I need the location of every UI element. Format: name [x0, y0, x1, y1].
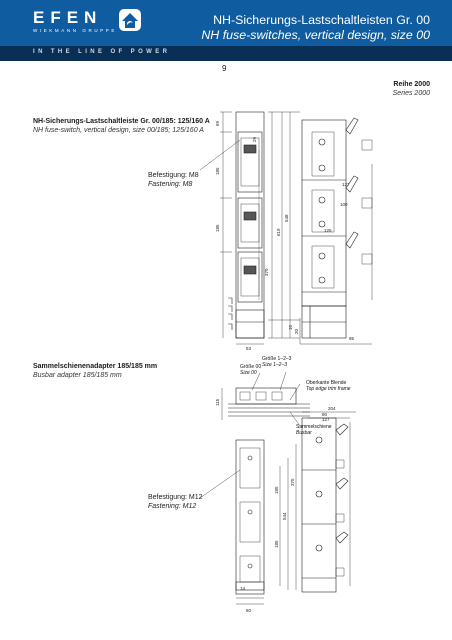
dim-29: 29	[252, 136, 257, 142]
dim-370: 370	[264, 268, 269, 276]
label-busbar-de: Sammelschiene	[296, 424, 332, 430]
fastening-en: Fastening: M8	[148, 181, 193, 188]
fastening2-en: Fastening: M12	[148, 503, 197, 510]
page-number: 9	[222, 64, 227, 73]
efen-logo: EFEN WIEKMANN GRUPPE	[33, 9, 117, 33]
fastening2-de: Befestigung: M12	[148, 494, 203, 501]
dim-126: 126	[324, 228, 332, 233]
section2-caption: Sammelschienenadapter 185/185 mm Busbar …	[33, 362, 157, 380]
dim2-185a: 185	[274, 486, 279, 494]
dim-95: 95	[349, 336, 355, 341]
fastening-de: Befestigung: M8	[148, 172, 199, 179]
dim-20: 20	[294, 328, 299, 334]
title-en: NH fuse-switches, vertical design, size …	[201, 28, 430, 42]
dim2-60: 60	[246, 608, 252, 613]
series-en: Series 2000	[392, 90, 430, 97]
dim2-127: 127	[322, 417, 330, 422]
dim-53: 53	[246, 346, 252, 351]
title-de: NH-Sicherungs-Lastschaltleisten Gr. 00	[213, 13, 430, 27]
house-logo-icon	[119, 9, 141, 31]
adapter-side-view	[301, 417, 337, 593]
front-view-body	[235, 111, 265, 339]
label-top-edge-de: Oberkante Blende	[306, 380, 347, 386]
section1-fastening: Befestigung: M8 Fastening: M8	[148, 171, 199, 189]
logo-subtext: WIEKMANN GRUPPE	[33, 28, 118, 33]
adapter-front-view	[235, 439, 265, 591]
dim2-204: 204	[328, 406, 336, 411]
side-view-body	[301, 119, 347, 307]
tagline-strip: IN THE LINE OF POWER	[0, 46, 452, 61]
label-size123-de: Größe 1–2–3	[262, 356, 292, 362]
dim-548: 548	[284, 214, 289, 222]
dim-10: 10	[288, 324, 293, 330]
dim-69: 69	[215, 120, 220, 126]
dim2-375: 375	[290, 478, 295, 486]
section2-fastening: Befestigung: M12 Fastening: M12	[148, 493, 202, 511]
dim2-544: 544	[282, 512, 287, 520]
dim-100: 100	[340, 202, 348, 207]
label-busbar-en: Busbar	[296, 430, 312, 436]
header-bar: EFEN WIEKMANN GRUPPE NH-Sicherungs-Lasts…	[0, 0, 452, 46]
section1-heading-en: NH fuse-switch, vertical design, size 00…	[33, 127, 204, 134]
section1-heading-de: NH-Sicherungs-Lastschaltleiste Gr. 00/18…	[33, 118, 210, 125]
tagline: IN THE LINE OF POWER	[33, 49, 171, 55]
section2-heading-en: Busbar adapter 185/185 mm	[33, 372, 122, 379]
dim2-185b: 185	[274, 540, 279, 548]
section2-heading-de: Sammelschienenadapter 185/185 mm	[33, 363, 158, 370]
dim2-80: 80	[322, 412, 328, 417]
label-top-edge-en: Top edge trim frame	[306, 386, 351, 392]
dim2-115: 115	[215, 398, 220, 406]
dim2-14: 14	[240, 586, 246, 591]
label-size00-en: Size 00	[240, 370, 257, 376]
dim-619: 619	[276, 228, 281, 236]
logo-text: EFEN	[33, 8, 103, 27]
series-de: Reihe 2000	[393, 81, 430, 88]
dim-185b: 185	[215, 224, 220, 232]
section1-caption: NH-Sicherungs-Lastschaltleiste Gr. 00/18…	[33, 117, 210, 135]
adapter-top-view	[235, 387, 297, 405]
label-size123-en: Size 1–2–3	[262, 362, 287, 368]
series-label: Reihe 2000 Series 2000	[393, 80, 430, 98]
dim-127: 127	[342, 182, 350, 187]
page-title: NH-Sicherungs-Lastschaltleisten Gr. 00 N…	[201, 13, 430, 43]
label-size00-de: Größe 00	[240, 364, 261, 370]
dim-185a: 185	[215, 167, 220, 175]
